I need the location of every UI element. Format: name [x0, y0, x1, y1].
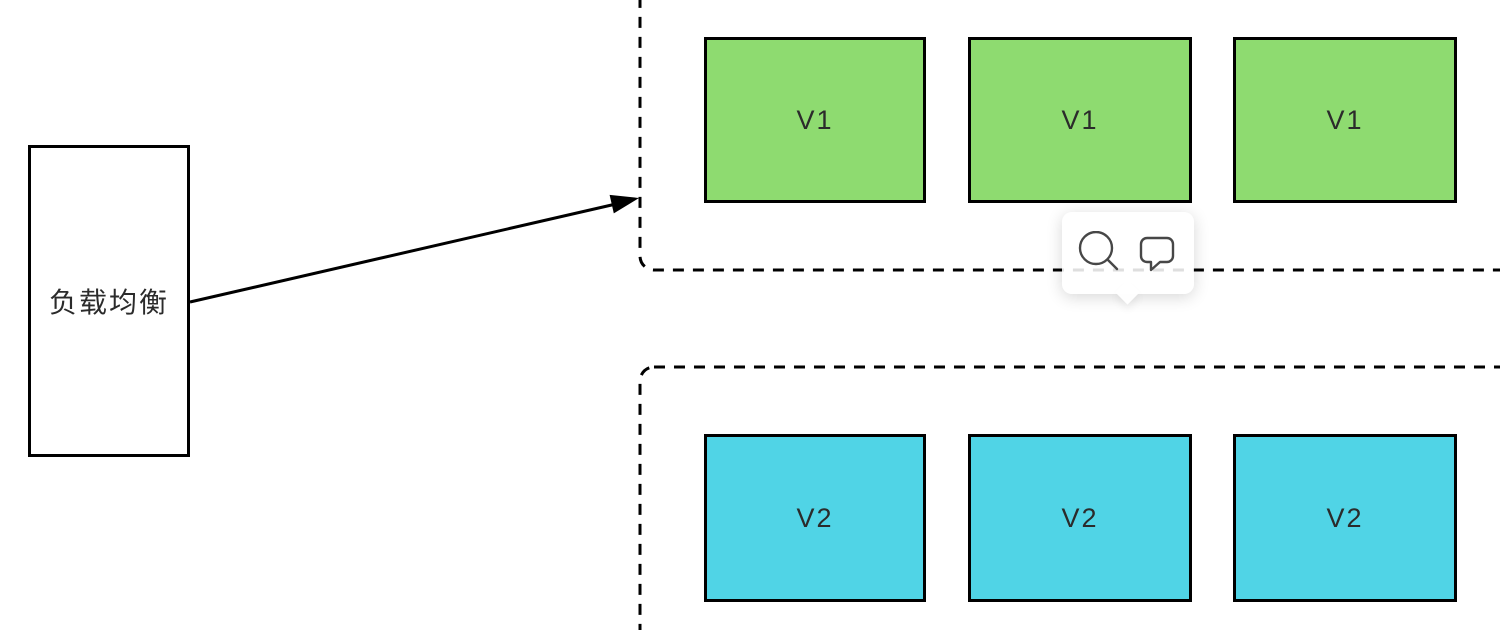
- v1-node-3: V1: [1233, 37, 1457, 203]
- v2-node-2: V2: [968, 434, 1192, 602]
- v2-node-2-label: V2: [1061, 502, 1099, 533]
- comment-icon[interactable]: [1135, 231, 1179, 275]
- load-balancer-label: 负载均衡: [48, 287, 169, 318]
- v2-node-3-label: V2: [1326, 502, 1364, 533]
- v1-node-1: V1: [704, 37, 926, 203]
- v1-node-3-label: V1: [1326, 104, 1364, 135]
- hover-toolbar: [1062, 212, 1194, 305]
- arrow-line: [189, 202, 617, 304]
- arrow-head: [609, 194, 639, 214]
- v1-node-1-label: V1: [796, 104, 834, 135]
- v1-node-2-label: V1: [1061, 104, 1099, 135]
- v2-node-1: V2: [704, 434, 926, 602]
- v2-node-3: V2: [1233, 434, 1457, 602]
- v2-node-1-label: V2: [796, 502, 834, 533]
- zoom-search-icon[interactable]: [1077, 231, 1121, 275]
- v1-node-2: V1: [968, 37, 1192, 203]
- load-balancer-node: 负载均衡: [28, 145, 190, 457]
- v2-group-dashed-border: [638, 365, 1500, 630]
